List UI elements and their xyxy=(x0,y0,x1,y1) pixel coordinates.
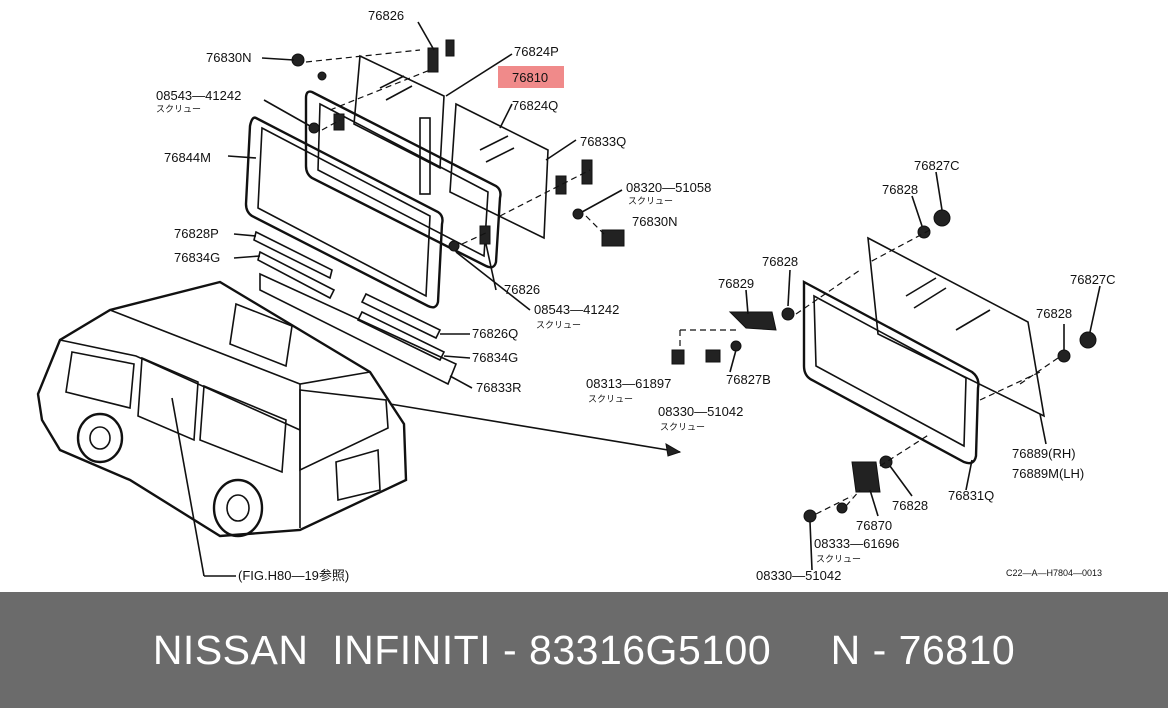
moulding-76834G-lower xyxy=(356,310,446,362)
rear-weatherstrip-76831Q xyxy=(802,279,980,465)
screw xyxy=(448,240,460,252)
grommet-76828-right xyxy=(1057,349,1071,363)
target-part-highlight xyxy=(498,66,564,88)
clip-76830N xyxy=(601,229,625,247)
label-76828P: 76828P xyxy=(174,226,219,241)
glass-76824Q xyxy=(449,102,549,240)
grommet-76828-low xyxy=(879,455,893,469)
screw xyxy=(572,208,584,220)
latch-part xyxy=(427,47,439,73)
bolt xyxy=(730,340,742,352)
label-76827B: 76827B xyxy=(726,372,771,387)
part-number-text: NISSAN INFINITI - 83316G5100 N - 76810 xyxy=(152,626,1016,673)
label-76826-top: 76826 xyxy=(368,8,404,23)
label-76889RH: 76889(RH) xyxy=(1012,446,1076,461)
part-number-banner: NISSAN INFINITI - 83316G5100 N - 76810 xyxy=(0,592,1168,708)
label-screw-note: スクリュー xyxy=(660,422,705,432)
label-08543-mid: 08543—41242 xyxy=(534,302,619,317)
grommet-76828 xyxy=(917,225,931,239)
weatherstrip-76844M xyxy=(244,116,444,309)
label-76810: 76810 xyxy=(512,70,548,85)
label-08543-top: 08543—41242 xyxy=(156,88,241,103)
label-screw-note: スクリュー xyxy=(816,554,861,564)
glass-76824P xyxy=(353,54,445,170)
label-08320: 08320—51058 xyxy=(626,180,711,195)
label-76889MLH: 76889M(LH) xyxy=(1012,466,1084,481)
slide-glass-frame xyxy=(304,90,502,269)
latch-part xyxy=(581,159,593,185)
label-76833Q: 76833Q xyxy=(580,134,626,149)
label-76826-mid: 76826 xyxy=(504,282,540,297)
latch-part xyxy=(479,225,491,245)
label-76870: 76870 xyxy=(856,518,892,533)
label-76824P: 76824P xyxy=(514,44,559,59)
label-screw-note: スクリュー xyxy=(588,394,633,404)
label-08330-b: 08330—51042 xyxy=(756,568,841,583)
latch-part xyxy=(333,113,345,131)
label-76831Q: 76831Q xyxy=(948,488,994,503)
label-76827C-right: 76827C xyxy=(1070,272,1116,287)
screw xyxy=(317,71,327,81)
bolt-08330 xyxy=(705,349,721,363)
label-76824Q: 76824Q xyxy=(512,98,558,113)
vehicle-sketch xyxy=(36,280,408,538)
bolt-08333 xyxy=(836,502,848,514)
exploded-parts-diagram: 76826 76830N 76824P 76810 08543—41242 スク… xyxy=(36,8,1116,583)
moulding-76834G xyxy=(257,250,336,300)
label-76830N-top: 76830N xyxy=(206,50,252,65)
label-screw-note: スクリュー xyxy=(156,104,201,114)
nut-76827C xyxy=(933,209,951,227)
label-76830N-mid: 76830N xyxy=(632,214,678,229)
label-76828-a: 76828 xyxy=(882,182,918,197)
label-drawing-code: C22—A—H7804—0013 xyxy=(1006,568,1102,578)
latch-part xyxy=(445,39,455,57)
latch-76870 xyxy=(851,461,881,493)
label-08330-a: 08330—51042 xyxy=(658,404,743,419)
label-76828-c: 76828 xyxy=(1036,306,1072,321)
grommet-76828-mid xyxy=(781,307,795,321)
bolt-08330-low xyxy=(803,509,817,523)
finisher-76833R xyxy=(259,272,458,386)
label-08333: 08333—61696 xyxy=(814,536,899,551)
label-76829: 76829 xyxy=(718,276,754,291)
label-76826Q: 76826Q xyxy=(472,326,518,341)
moulding-76828P xyxy=(253,230,333,280)
hinge-76829 xyxy=(728,311,777,331)
label-76827C-top: 76827C xyxy=(914,158,960,173)
label-76833R: 76833R xyxy=(476,380,522,395)
label-fig-reference: (FIG.H80—19参照) xyxy=(238,568,349,583)
bolt-08313 xyxy=(671,349,685,365)
label-08313: 08313—61897 xyxy=(586,376,671,391)
label-76834G-top: 76834G xyxy=(174,250,220,265)
label-76844M: 76844M xyxy=(164,150,211,165)
label-76828-d: 76828 xyxy=(892,498,928,513)
label-76828-b: 76828 xyxy=(762,254,798,269)
nut-76827C-right xyxy=(1079,331,1097,349)
latch-part xyxy=(555,175,567,195)
moulding-76826Q xyxy=(360,292,442,340)
rear-glass-76889 xyxy=(867,236,1046,418)
label-76834G-bot: 76834G xyxy=(472,350,518,365)
label-screw-note: スクリュー xyxy=(628,196,673,206)
screw xyxy=(308,122,320,134)
label-screw-note: スクリュー xyxy=(536,320,581,330)
